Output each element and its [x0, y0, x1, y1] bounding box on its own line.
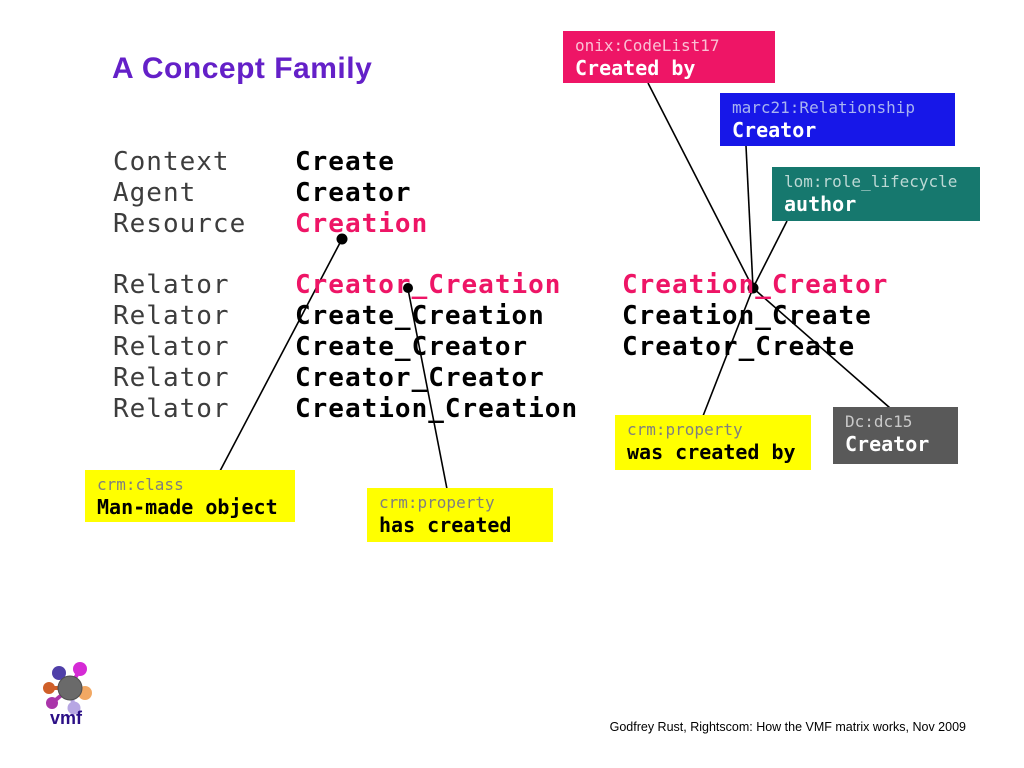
callout-scheme: lom:role_lifecycle [784, 172, 958, 191]
callout-term: Creator [732, 118, 817, 142]
row-label: Relator [113, 301, 230, 331]
row-label: Resource [113, 209, 247, 239]
row-value: Create_Creation [295, 301, 545, 331]
row-value: Creator_Create [622, 332, 856, 362]
relator-row: Relator Create_Creation [113, 301, 545, 332]
footer-credit: Godfrey Rust, Rightscom: How the VMF mat… [609, 720, 966, 734]
callout-term: has created [379, 513, 512, 537]
row-label: Agent [113, 178, 197, 208]
callout-scheme: onix:CodeList17 [575, 36, 720, 55]
callout-term: Created by [575, 56, 696, 80]
callout-term: author [784, 192, 857, 216]
vmf-logo-icon [43, 662, 92, 715]
relator-row-right: Creation_Creator [622, 270, 888, 301]
row-value: Creation_Create [622, 301, 872, 331]
callout-scheme: Dc:dc15 [845, 412, 913, 431]
row-value: Create [295, 147, 395, 177]
relator-row-right: Creator_Create [622, 332, 855, 363]
row-label: Relator [113, 270, 230, 300]
relator-row: Relator Creator_Creation [113, 270, 561, 301]
callout-term: Man-made object [97, 495, 278, 519]
callout-crm-class: crm:class Man-made object [85, 470, 295, 522]
row-value: Creation_Creator [622, 270, 889, 300]
row-value: Creation [295, 209, 429, 239]
row-label: Context [113, 147, 230, 177]
callout-crm-property-left: crm:property has created [367, 488, 553, 542]
relator-row: Relator Creation_Creation [113, 394, 578, 425]
row-value: Creator_Creation [295, 270, 562, 300]
concept-row-resource: Resource Creation [113, 209, 428, 240]
callout-dc-dc15: Dc:dc15 Creator [833, 407, 958, 464]
row-value: Creation_Creation [295, 394, 579, 424]
callout-onix-codelist17: onix:CodeList17 Created by [563, 31, 775, 83]
concept-row-context: Context Create [113, 147, 395, 178]
relator-row-right: Creation_Create [622, 301, 872, 332]
row-value: Creator_Creator [295, 363, 545, 393]
callout-term: Creator [845, 432, 930, 456]
concept-row-agent: Agent Creator [113, 178, 412, 209]
row-value: Create_Creator [295, 332, 529, 362]
callout-lom-role-lifecycle: lom:role_lifecycle author [772, 167, 980, 221]
relator-row: Relator Create_Creator [113, 332, 528, 363]
row-label: Relator [113, 394, 230, 424]
row-label: Relator [113, 332, 230, 362]
slide-title: A Concept Family [112, 52, 373, 85]
callout-scheme: crm:class [97, 475, 184, 494]
callout-scheme: marc21:Relationship [732, 98, 916, 117]
callout-scheme: crm:property [627, 420, 743, 439]
row-value: Creator [295, 178, 412, 208]
callout-term: was created by [627, 440, 796, 464]
row-label: Relator [113, 363, 230, 393]
vmf-logo-label: vmf [50, 708, 83, 728]
relator-row: Relator Creator_Creator [113, 363, 545, 394]
callout-crm-property-right: crm:property was created by [615, 415, 811, 470]
callout-scheme: crm:property [379, 493, 495, 512]
callout-marc21-relationship: marc21:Relationship Creator [720, 93, 955, 146]
connector-line [745, 145, 754, 289]
